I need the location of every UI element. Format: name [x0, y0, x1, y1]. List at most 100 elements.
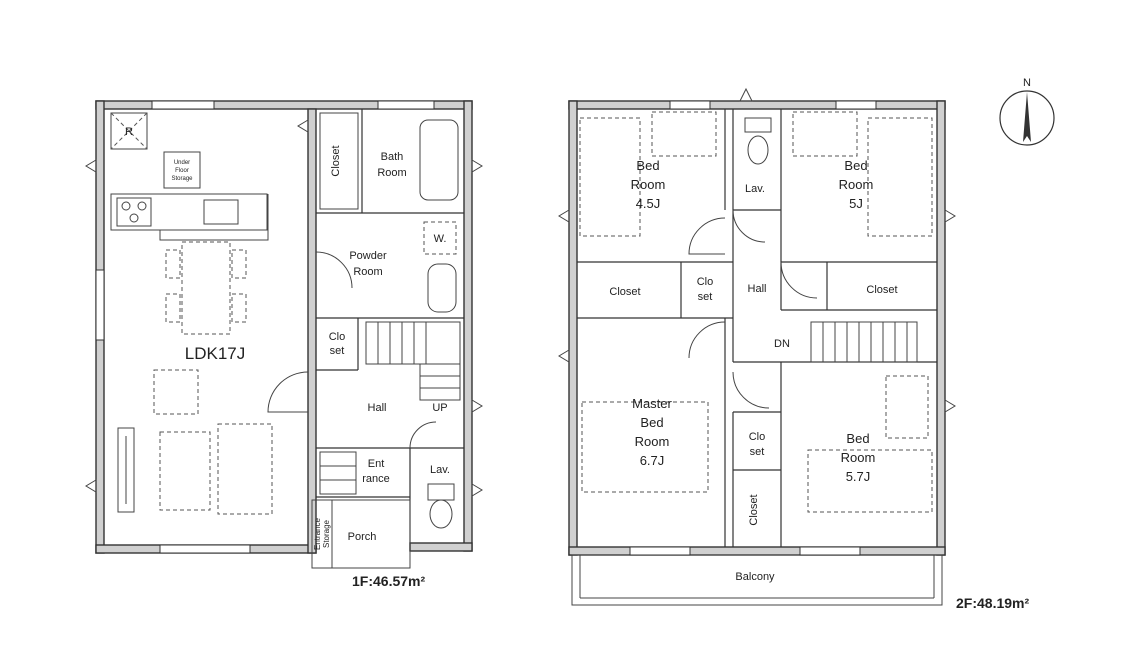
f1-window-west — [95, 269, 105, 341]
bed1-desk — [651, 111, 717, 157]
f1-wall-south-east — [409, 542, 473, 552]
dining-table — [181, 241, 231, 335]
f1-window-north — [151, 100, 215, 110]
kitchen-counter — [110, 193, 268, 231]
closet-f1 — [319, 112, 359, 210]
f2-toilet-icon — [747, 135, 769, 165]
toilet-icon — [429, 499, 453, 529]
f2-toilet-tank-icon — [744, 117, 772, 133]
f2-vent-marker-4 — [944, 399, 956, 413]
f2-hall-door — [732, 371, 770, 409]
burner-icon — [129, 213, 139, 223]
bed2-desk — [792, 111, 858, 157]
powder-label-2: Room — [353, 266, 382, 278]
bed2-label-2: Room — [839, 177, 874, 192]
bed2-door — [780, 261, 818, 299]
underfloor-label-1: Under — [174, 160, 190, 166]
entrance-label-1: Ent — [368, 458, 385, 470]
shoe-rack — [319, 451, 357, 495]
f1-lav-label: Lav. — [430, 464, 450, 476]
underfloor-storage — [163, 151, 201, 189]
master-label-1: Master — [632, 396, 672, 411]
f2-closet-small2-label-2: set — [750, 446, 765, 458]
f2-closet-vertical-label: Closet — [748, 494, 760, 525]
entrance-storage-label-1: Entrance — [313, 517, 322, 550]
f1-vent-marker-3 — [471, 483, 483, 497]
bed1-label-3: 4.5J — [636, 196, 661, 211]
stove-icon — [116, 197, 152, 227]
f2-lav-door — [732, 209, 766, 243]
f2-vent-marker-5 — [739, 87, 753, 102]
master-label-2: Bed — [640, 415, 663, 430]
master-door — [688, 321, 726, 359]
bath-label-1: Bath — [381, 151, 404, 163]
f2-stairs — [810, 321, 918, 363]
f1-hall-label: Hall — [368, 402, 387, 414]
f2-window-north-2 — [835, 100, 877, 110]
bed3-label-2: Room — [841, 450, 876, 465]
f1-stairs — [365, 321, 461, 401]
f2-closet-small2-label-1: Clo — [749, 431, 766, 443]
bed3-label-3: 5.7J — [846, 469, 871, 484]
burner-icon — [121, 201, 131, 211]
f2-closet-small-label-2: set — [698, 291, 713, 303]
fridge-diag2 — [110, 112, 148, 150]
f1-stair-flight — [365, 321, 461, 365]
powder-door — [315, 251, 353, 289]
bed1-bed — [579, 117, 641, 237]
burner-icon — [137, 201, 147, 211]
chair-icon — [231, 293, 247, 323]
f2-vent-marker-3 — [944, 209, 956, 223]
f2-dn-label: DN — [774, 338, 790, 350]
f2-closet-right-label: Closet — [866, 284, 897, 296]
porch-label: Porch — [348, 531, 377, 543]
f1-stair-landing — [419, 363, 461, 401]
fridge-label: R — [125, 126, 133, 138]
bath-label-2: Room — [377, 167, 406, 179]
f1-area-label: 1F:46.57m² — [352, 573, 425, 589]
f2-wall-north — [568, 100, 946, 110]
sink-icon — [203, 199, 239, 225]
balcony — [571, 554, 943, 606]
bed2-bed — [867, 117, 933, 237]
f2-area-label: 2F:48.19m² — [956, 595, 1029, 611]
f1-up-label: UP — [432, 402, 447, 414]
f2-vent-marker — [558, 209, 570, 223]
underfloor-label-3: Storage — [171, 176, 193, 182]
f2-closet-left-label: Closet — [609, 286, 640, 298]
ldk-door — [267, 371, 309, 413]
lav-door — [409, 421, 437, 449]
washer-label: W. — [434, 233, 447, 245]
bed1-label-1: Bed — [636, 158, 659, 173]
armchair-icon — [153, 369, 199, 415]
powder-label-1: Powder — [349, 250, 387, 262]
f2-wall-east — [936, 100, 946, 556]
balcony-label: Balcony — [735, 571, 775, 583]
floor1-plan: R Under Floor Storage LDK17J Closet — [85, 100, 483, 589]
bed1-label-2: Room — [631, 177, 666, 192]
f2-hall-label: Hall — [748, 283, 767, 295]
washer-space — [423, 221, 457, 255]
f1-window-south — [159, 544, 251, 554]
f1-vent-marker-2 — [471, 399, 483, 413]
chair-icon — [165, 293, 181, 323]
sofa-icon — [217, 423, 273, 515]
fridge-diag1 — [110, 112, 148, 150]
f1-wall-mid — [307, 108, 317, 554]
toilet-tank-icon — [427, 483, 455, 501]
bed3-label-1: Bed — [846, 431, 869, 446]
f1-closet-small-label-1: Clo — [329, 331, 346, 343]
chair-icon — [231, 249, 247, 279]
closet-f1-label: Closet — [330, 145, 342, 176]
bed2-label-1: Bed — [844, 158, 867, 173]
f2-closet-small-label-1: Clo — [697, 276, 714, 288]
f2-window-north-1 — [669, 100, 711, 110]
bed3-desk — [885, 375, 929, 439]
master-label-4: 6.7J — [640, 453, 665, 468]
bed3-bed — [807, 449, 933, 513]
floor2-plan: Balcony Bed Room 4.5J — [558, 87, 1029, 611]
counter-extension — [159, 194, 269, 241]
f2-stair-flight — [810, 321, 918, 363]
f1-wall-east — [463, 100, 473, 552]
